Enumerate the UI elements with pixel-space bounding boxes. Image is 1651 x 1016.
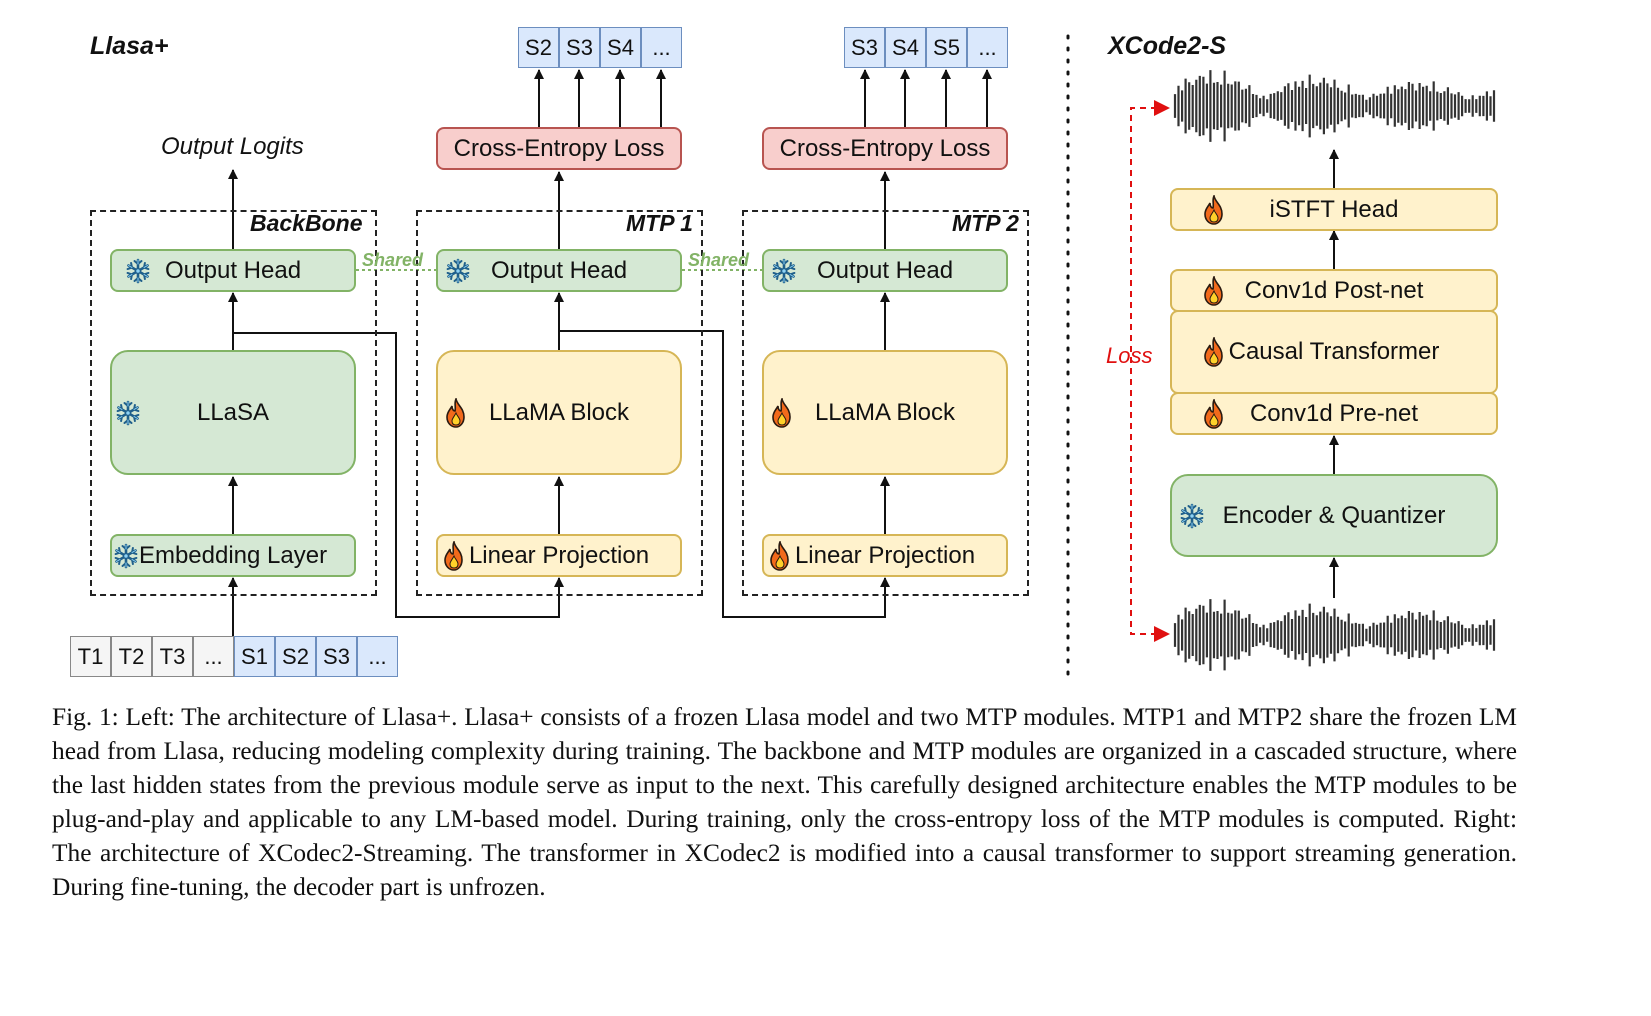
mtp2-output-head: Output Head	[762, 249, 1008, 292]
arrow-backbone-hidden-to-mtp1	[233, 332, 564, 618]
mtp1-block-label: LLaMA Block	[488, 398, 630, 426]
snowflake-icon	[772, 258, 796, 283]
flame-icon	[770, 540, 789, 571]
mtp2-block-label: LLaMA Block	[814, 398, 956, 426]
mtp2-target-token: S4	[885, 27, 926, 68]
encoder-quantizer: Encoder & Quantizer	[1170, 474, 1498, 557]
mtp1-output-head-label: Output Head	[490, 256, 628, 284]
shared-label-2: Shared	[688, 250, 750, 270]
input-text-token: T2	[111, 636, 152, 677]
snowflake-icon	[446, 258, 470, 283]
mtp1-target-token: S2	[518, 27, 559, 68]
backbone-container	[90, 210, 377, 596]
output-logits-label: Output Logits	[161, 133, 304, 160]
mtp1-linear-projection: Linear Projection	[436, 534, 682, 577]
mtp2-container	[742, 210, 1029, 596]
mtp2-target-token: S3	[844, 27, 885, 68]
input-text-token: T1	[70, 636, 111, 677]
mtp1-loss-label: Cross-Entropy Loss	[453, 134, 665, 162]
shared-label-1: Shared	[362, 250, 424, 270]
arrow-mtp1-hidden-to-mtp2	[559, 330, 890, 618]
input-speech-token: ...	[357, 636, 398, 677]
llasa-block: LLaSA	[110, 350, 356, 475]
backbone-output-head: Output Head	[110, 249, 356, 292]
output-waveform	[1173, 70, 1496, 142]
mtp1-llama-block: LLaMA Block	[436, 350, 682, 475]
embedding-label: Embedding Layer	[138, 541, 328, 569]
mtp2-loss-label: Cross-Entropy Loss	[779, 134, 991, 162]
istft-head: iSTFT Head	[1170, 188, 1498, 231]
mtp2-label: MTP 2	[952, 210, 1019, 236]
loss-label: Loss	[1106, 343, 1153, 368]
mtp1-container	[416, 210, 703, 596]
flame-icon	[446, 397, 465, 428]
flame-icon	[1204, 398, 1223, 429]
snowflake-icon	[126, 258, 150, 283]
mtp1-projection-label: Linear Projection	[468, 541, 650, 569]
conv1d-pre-net: Conv1d Pre-net	[1170, 392, 1498, 435]
mtp1-output-head: Output Head	[436, 249, 682, 292]
mtp2-loss: Cross-Entropy Loss	[762, 127, 1008, 170]
mtp2-linear-projection: Linear Projection	[762, 534, 1008, 577]
input-waveform	[1173, 599, 1496, 671]
backbone-label: BackBone	[250, 210, 363, 236]
mtp1-target-token: S4	[600, 27, 641, 68]
istft-label: iSTFT Head	[1269, 195, 1399, 223]
mtp1-target-token: S3	[559, 27, 600, 68]
snowflake-icon	[114, 543, 138, 568]
mtp1-label: MTP 1	[626, 210, 693, 236]
input-speech-token: S2	[275, 636, 316, 677]
backbone-output-head-label: Output Head	[164, 256, 302, 284]
prenet-label: Conv1d Pre-net	[1249, 399, 1419, 427]
embedding-layer: Embedding Layer	[110, 534, 356, 577]
llasa-label: LLaSA	[196, 398, 270, 426]
llasa-plus-title: Llasa+	[90, 32, 169, 60]
input-speech-token: S1	[234, 636, 275, 677]
causal-label: Causal Transformer	[1228, 338, 1440, 365]
figure-caption: Fig. 1: Left: The architecture of Llasa+…	[52, 703, 1517, 901]
causal-transformer: Causal Transformer	[1170, 310, 1498, 394]
flame-icon	[1204, 275, 1223, 306]
snowflake-icon	[116, 400, 140, 425]
mtp2-target-token: ...	[967, 27, 1008, 68]
mtp2-output-head-label: Output Head	[816, 256, 954, 284]
xcode2-title: XCode2-S	[1108, 32, 1227, 60]
flame-icon	[772, 397, 791, 428]
mtp2-llama-block: LLaMA Block	[762, 350, 1008, 475]
flame-icon	[1204, 337, 1223, 367]
loss-arrowhead-top	[1154, 100, 1170, 116]
encoder-label: Encoder & Quantizer	[1222, 501, 1446, 529]
loss-arrow	[1130, 107, 1168, 635]
input-text-token: ...	[193, 636, 234, 677]
flame-icon	[1204, 194, 1223, 225]
mtp2-target-token: S5	[926, 27, 967, 68]
conv1d-post-net: Conv1d Post-net	[1170, 269, 1498, 312]
postnet-label: Conv1d Post-net	[1244, 276, 1424, 304]
mtp1-target-token: ...	[641, 27, 682, 68]
mtp1-loss: Cross-Entropy Loss	[436, 127, 682, 170]
input-text-token: T3	[152, 636, 193, 677]
snowflake-icon	[1180, 503, 1204, 528]
loss-arrowhead-bottom	[1154, 626, 1170, 642]
input-speech-token: S3	[316, 636, 357, 677]
mtp2-projection-label: Linear Projection	[794, 541, 976, 569]
flame-icon	[444, 540, 463, 571]
